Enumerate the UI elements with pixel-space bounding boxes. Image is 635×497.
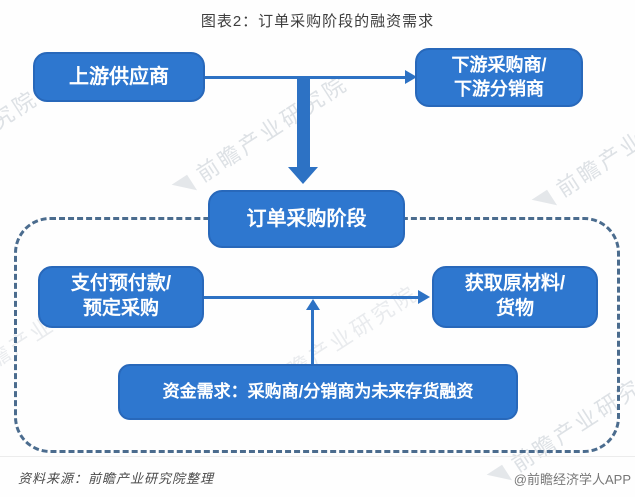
downstream-buyer-label-line2: 下游分销商 [454, 78, 544, 99]
upstream-supplier-box: 上游供应商 [33, 52, 205, 102]
watermark-label: 前瞻产业研究院 [192, 70, 353, 187]
arrow-funding-up-line [311, 309, 314, 364]
upstream-supplier-label: 上游供应商 [69, 66, 169, 88]
materials-label-line1: 获取原材料/ [464, 273, 566, 295]
downstream-buyer-label-line1: 下游采购商/ [451, 55, 547, 76]
prepayment-label-line2: 预定采购 [82, 298, 159, 319]
watermark-text: ◥前瞻产业研究院 [0, 81, 44, 218]
arrow-funding-up-head-icon [306, 299, 320, 310]
order-stage-box: 订单采购阶段 [208, 190, 405, 248]
materials-label-line2: 货物 [495, 298, 534, 319]
arrow-down-to-stage-head-icon [288, 167, 318, 184]
arrow-supplier-to-buyer-line [205, 76, 408, 79]
arrow-down-to-stage-shaft [297, 79, 310, 168]
prepayment-box: 支付预付款/ 预定采购 [38, 266, 204, 328]
funding-need-box: 资金需求：采购商/分销商为未来存货融资 [118, 364, 518, 420]
watermark-label: 前瞻产业研究院 [0, 85, 43, 202]
footer-divider [0, 456, 635, 457]
arrow-prepay-to-materials-line [204, 296, 420, 299]
funding-need-label: 资金需求：采购商/分销商为未来存货融资 [162, 381, 474, 401]
downstream-buyer-box: 下游采购商/ 下游分销商 [415, 48, 583, 107]
figure-title: 图表2：订单采购阶段的融资需求 [200, 13, 435, 30]
materials-box: 获取原材料/ 货物 [432, 266, 598, 328]
arrow-prepay-to-materials-head-icon [418, 290, 430, 304]
prepayment-label-line1: 支付预付款/ [70, 273, 172, 295]
arrow-supplier-to-buyer-head-icon [405, 70, 417, 84]
source-note: 资料来源：前瞻产业研究院整理 [18, 471, 215, 486]
app-credit: @前瞻经济学人APP [513, 472, 631, 487]
order-stage-label: 订单采购阶段 [246, 208, 367, 230]
